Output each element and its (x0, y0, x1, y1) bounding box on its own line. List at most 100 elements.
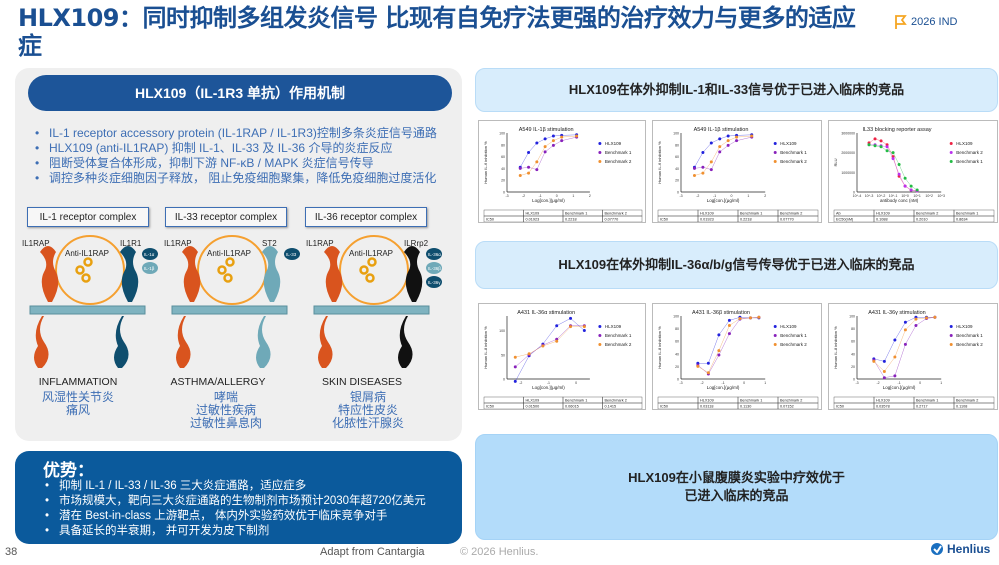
table-value: 0.01923 (526, 218, 540, 222)
ligand-label: IL-33 (286, 252, 297, 257)
data-point (726, 139, 730, 143)
data-point (727, 332, 731, 336)
data-point (701, 150, 705, 154)
table-value: IC50 (660, 405, 668, 409)
y-tick-label: 0 (503, 378, 505, 382)
x-tick-label: 2 (764, 194, 766, 198)
data-point (706, 371, 710, 375)
disease-label: ASTHMA/ALLERGY (170, 376, 266, 388)
indications-il33: 哮喘过敏性疾病过敏性鼻息肉 (156, 391, 296, 430)
ligand: IL-1β (142, 262, 158, 274)
x-axis-label: Log[con.](μg/ml) (532, 385, 565, 390)
y-axis-label: Human IL-8 inhibition % (657, 326, 662, 369)
data-point (717, 349, 721, 353)
x-tick-label: -2 (522, 194, 525, 198)
data-point (560, 139, 564, 143)
ligand-icon (284, 248, 300, 260)
cell-membrane (313, 305, 430, 315)
y-tick-label: 0 (677, 191, 679, 195)
y-tick-label: 80 (675, 143, 679, 147)
bullet: 调控多种炎症细胞因子释放， 阻止免疫细胞聚集，降低免疫细胞过度活化 (35, 171, 460, 186)
data-point (891, 157, 895, 161)
x-tick-label: 10^2 (925, 194, 933, 198)
chart-title: A431 IL-36α stimulation (517, 310, 575, 316)
data-point (879, 139, 883, 143)
y-tick-label: 100 (849, 315, 855, 319)
table-header: Benchmark 1 (740, 399, 762, 403)
antibody-icon (367, 257, 377, 267)
legend-marker (598, 160, 602, 163)
y-tick-label: 40 (501, 167, 505, 171)
data-point (706, 361, 710, 365)
y-tick-label: 80 (501, 143, 505, 147)
fit-curve (873, 317, 935, 362)
table-value: 0.1108 (956, 405, 967, 409)
table-header: HLX109 (526, 212, 540, 216)
table-cell (777, 402, 819, 409)
data-point (738, 317, 742, 321)
legend-marker (773, 334, 777, 337)
table-cell (953, 402, 995, 409)
henlius-logo-icon (931, 543, 943, 555)
legend-marker (773, 160, 777, 163)
data-point (735, 139, 739, 143)
fit-curve (515, 326, 585, 358)
data-point (903, 184, 907, 188)
table-value: 0.1130 (740, 405, 751, 409)
data-point (879, 145, 883, 149)
section-header-il1-il33: HLX109在体外抑制IL-1和IL-33信号优于已进入临床的竞品 (475, 68, 998, 112)
data-point (518, 173, 522, 177)
x-tick-label: -1 (547, 381, 550, 385)
indication: 过敏性疾病 (195, 403, 256, 417)
table-cell (777, 215, 819, 222)
x-tick-label: 10^-3 (865, 194, 874, 198)
data-point (885, 149, 889, 153)
fit-curve (873, 317, 935, 378)
table-header: Benchmark 2 (916, 212, 938, 216)
y-tick-label: 40 (851, 352, 855, 356)
indication: 过敏性鼻息肉 (189, 416, 262, 430)
fit-curve (697, 317, 759, 364)
y-axis-label: Human IL-6 inhibition % (657, 141, 662, 184)
bullet: 阻断受体复合体形成，抑制下游 NF-κB / MAPK 炎症信号传导 (35, 156, 460, 171)
receptor-label: IL1R1 (120, 239, 142, 248)
legend-marker (598, 334, 602, 337)
table-value: IC50 (836, 405, 844, 409)
antibody-icon (225, 257, 235, 267)
data-point (903, 342, 907, 346)
data-point (582, 329, 586, 333)
table-value: 0.06015 (565, 405, 579, 409)
table-value: 0.2218 (565, 218, 577, 222)
table-header: HLX109 (876, 399, 890, 403)
indications-il1: 风湿性关节炎痛风 (8, 391, 148, 417)
y-tick-label: 0 (853, 191, 855, 195)
indication: 银屑病 (349, 390, 386, 404)
data-point (527, 165, 531, 169)
data-point (893, 338, 897, 342)
chart-5: A431 IL-36γ stimulationLog[con.](μg/ml)H… (828, 303, 998, 410)
data-point (513, 355, 517, 359)
x-axis-label: Log[con.](μg/ml) (883, 385, 916, 390)
table-value: IC50 (486, 405, 494, 409)
data-point (513, 365, 517, 369)
x-tick-label: -2 (519, 381, 522, 385)
table-header: Benchmark 2 (605, 212, 627, 216)
table-header: HLX109 (700, 399, 714, 403)
section-header-peritonitis: HLX109在小鼠腹膜炎实验中疗效优于 已进入临床的竞品 (475, 434, 998, 540)
x-tick-label: -3 (855, 381, 858, 385)
data-point (543, 145, 547, 149)
mechanism-bullets: IL-1 receptor accessory protein (IL-1RAP… (35, 126, 460, 186)
data-point (535, 168, 539, 172)
receptor-label: IL1RAP (306, 239, 334, 248)
data-point (867, 143, 871, 147)
data-point (692, 166, 696, 170)
legend-marker (949, 151, 953, 154)
data-point (718, 150, 722, 154)
x-tick-label: -3 (679, 381, 682, 385)
y-tick-label: 60 (501, 155, 505, 159)
y-tick-label: 40 (675, 167, 679, 171)
disease-label: INFLAMMATION (38, 376, 118, 388)
y-tick-label: 0 (853, 378, 855, 382)
antibody-icon (359, 265, 369, 275)
